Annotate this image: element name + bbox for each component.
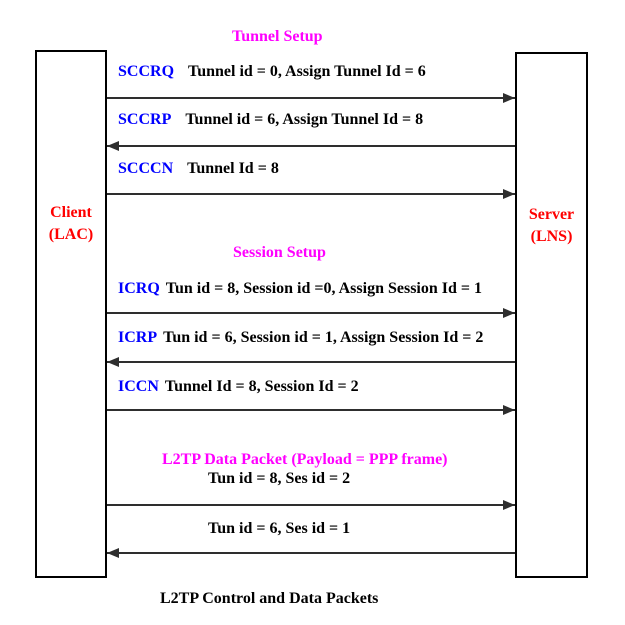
arrowhead-left-icon (107, 548, 119, 558)
message-arrow-icrq-right (107, 308, 515, 318)
message-label-scccn: SCCCN Tunnel Id = 8 (118, 160, 279, 178)
client-box: Client (LAC) (35, 50, 107, 578)
message-label-data-right: Tun id = 8, Ses id = 2 (208, 470, 350, 488)
message-label-icrq: ICRQ Tun id = 8, Session id =0, Assign Se… (118, 280, 482, 298)
message-code-icrq: ICRQ (118, 280, 160, 297)
arrow-shaft (107, 312, 515, 314)
arrowhead-right-icon (503, 93, 515, 103)
section-title-session-setup: Session Setup (233, 244, 326, 261)
arrowhead-right-icon (503, 405, 515, 415)
section-title-tunnel-setup: Tunnel Setup (232, 28, 323, 45)
message-code-scccn: SCCCN (118, 160, 174, 177)
arrow-shaft (107, 97, 515, 99)
arrowhead-left-icon (107, 141, 119, 151)
arrow-shaft (107, 504, 515, 506)
message-label-sccrq: SCCRQ Tunnel id = 0, Assign Tunnel Id = 6 (118, 63, 426, 81)
arrow-shaft (107, 193, 515, 195)
message-label-icrp: ICRP Tun id = 6, Session id = 1, Assign S… (118, 329, 483, 347)
arrow-shaft (107, 409, 515, 411)
message-code-iccn: ICCN (118, 378, 159, 395)
message-arrow-icrp-left (107, 357, 515, 367)
client-subtitle: (LAC) (48, 226, 94, 243)
message-text-iccn: Tunnel Id = 8, Session Id = 2 (164, 378, 359, 395)
arrowhead-right-icon (503, 189, 515, 199)
arrow-shaft (107, 361, 515, 363)
message-arrow-scccn-right (107, 189, 515, 199)
message-arrow-data-right (107, 500, 515, 510)
arrow-shaft (107, 145, 515, 147)
arrowhead-right-icon (503, 308, 515, 318)
message-arrow-iccn-right (107, 405, 515, 415)
message-text-icrp: Tun id = 6, Session id = 1, Assign Sessi… (163, 329, 484, 346)
arrow-shaft (107, 552, 515, 554)
message-label-iccn: ICCN Tunnel Id = 8, Session Id = 2 (118, 378, 359, 396)
message-text-sccrq: Tunnel id = 0, Assign Tunnel Id = 6 (188, 63, 426, 80)
arrowhead-right-icon (503, 500, 515, 510)
message-label-data-left: Tun id = 6, Ses id = 1 (208, 520, 350, 538)
message-text-data-left: Tun id = 6, Ses id = 1 (208, 520, 351, 537)
message-text-scccn: Tunnel Id = 8 (187, 160, 279, 177)
section-title-data-packet: L2TP Data Packet (Payload = PPP frame) (162, 451, 448, 468)
message-text-sccrp: Tunnel id = 6, Assign Tunnel Id = 8 (185, 111, 424, 128)
message-label-sccrp: SCCRP Tunnel id = 6, Assign Tunnel Id = 8 (118, 111, 423, 129)
diagram-caption: L2TP Control and Data Packets (160, 590, 379, 607)
message-code-icrp: ICRP (118, 329, 158, 346)
message-arrow-sccrq-right (107, 93, 515, 103)
message-code-sccrq: SCCRQ (118, 63, 175, 80)
server-box: Server (LNS) (515, 52, 588, 578)
message-code-sccrp: SCCRP (118, 111, 172, 128)
arrowhead-left-icon (107, 357, 119, 367)
message-text-data-right: Tun id = 8, Ses id = 2 (208, 470, 351, 487)
client-name: Client (50, 204, 92, 221)
message-text-icrq: Tun id = 8, Session id =0, Assign Sessio… (165, 280, 483, 297)
message-arrow-data-left (107, 548, 515, 558)
message-arrow-sccrp-left (107, 141, 515, 151)
server-name: Server (528, 206, 575, 223)
server-subtitle: (LNS) (530, 228, 573, 245)
